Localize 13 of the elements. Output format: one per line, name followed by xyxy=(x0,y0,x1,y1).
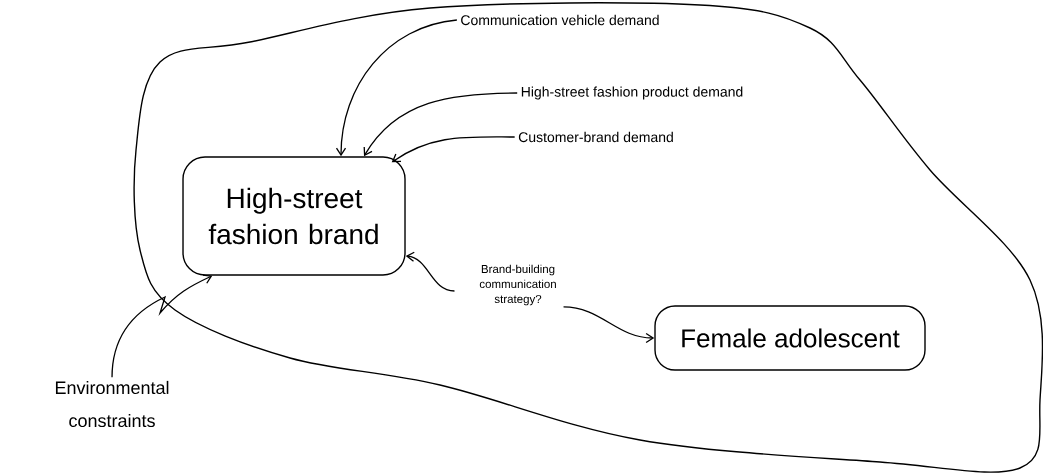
arrow xyxy=(363,92,518,157)
process-box: Female adolescent xyxy=(654,305,926,371)
node-label: Brand-building communication strategy? xyxy=(479,264,556,306)
arrow xyxy=(335,19,458,157)
node-label: Communication vehicle demand xyxy=(461,14,659,26)
node-label: High-street fashion product demand xyxy=(521,86,743,100)
node-label: Customer-brand demand xyxy=(518,131,673,143)
arrow xyxy=(111,274,213,378)
arrow xyxy=(391,136,516,163)
process-box: High-street fashion brand xyxy=(182,156,406,276)
node-label: Environmental constraints xyxy=(55,380,169,428)
arrow xyxy=(405,251,456,292)
arrow xyxy=(562,306,655,344)
